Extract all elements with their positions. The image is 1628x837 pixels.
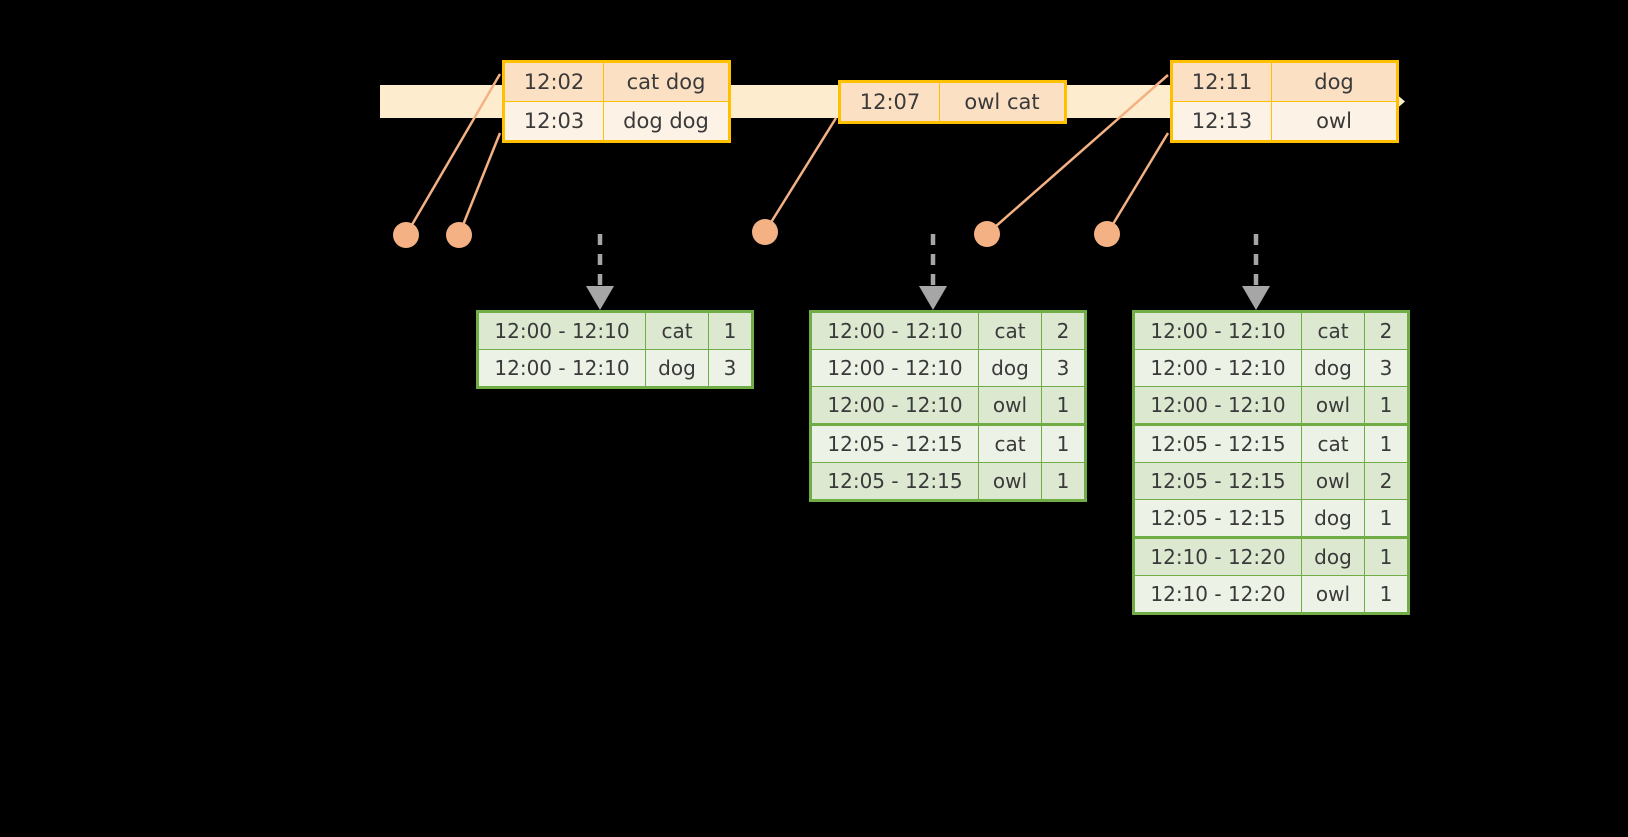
connector-lines [404,73,1170,236]
cell-key: owl [1301,386,1365,426]
cell-window: 12:00 - 12:10 [810,349,979,387]
event-dot-1207 [752,219,778,245]
cell-key: cat [978,311,1042,350]
cell-window: 12:00 - 12:10 [477,311,646,350]
cell-count: 2 [1364,462,1409,500]
cell-count: 1 [1041,386,1086,426]
event-dot-1211 [974,221,1000,247]
event-dots [393,219,1120,248]
event-row[interactable]: 12:03 dog dog [503,101,730,142]
cell-key: owl [1301,575,1365,614]
cell-key: dog [1301,499,1365,539]
connector-1211 [986,74,1169,235]
cell-window: 12:00 - 12:10 [1133,386,1302,426]
cell-count: 3 [1041,349,1086,387]
cell-key: dog [1301,349,1365,387]
connector-1213 [1105,132,1170,235]
cell-window: 12:00 - 12:10 [1133,311,1302,350]
cell-count: 2 [1364,311,1409,350]
cell-key: owl [1301,462,1365,500]
event-time: 12:02 [503,61,604,102]
cell-window: 12:10 - 12:20 [1133,537,1302,576]
cell-window: 12:05 - 12:15 [1133,499,1302,539]
cell-window: 12:00 - 12:10 [1133,349,1302,387]
event-value: dog dog [603,101,730,142]
cell-count: 1 [1041,462,1086,501]
cell-key: cat [645,311,709,350]
cell-window: 12:05 - 12:15 [810,462,979,501]
cell-window: 12:05 - 12:15 [810,424,979,463]
cell-key: cat [978,424,1042,463]
cell-count: 3 [1364,349,1409,387]
cell-count: 1 [1364,424,1409,463]
cell-count: 1 [1364,386,1409,426]
event-box-group-1[interactable]: 12:02 cat dog 12:03 dog dog [502,60,731,143]
emit-arrowhead-3 [1242,286,1270,310]
event-row[interactable]: 12:13 owl [1171,101,1398,142]
event-value: dog [1271,61,1398,102]
cell-count: 1 [1041,424,1086,463]
emit-arrowhead-2 [919,286,947,310]
event-value: owl [1271,101,1398,142]
event-time: 12:07 [839,81,940,123]
event-row[interactable]: 12:07 owl cat [839,81,1066,123]
event-row[interactable]: 12:11 dog [1171,61,1398,102]
cell-window: 12:05 - 12:15 [1133,462,1302,500]
event-value: owl cat [939,81,1066,123]
cell-window: 12:00 - 12:10 [810,386,979,426]
cell-window: 12:05 - 12:15 [1133,424,1302,463]
cell-key: owl [978,386,1042,426]
emit-arrows [597,234,1259,288]
cell-window: 12:10 - 12:20 [1133,575,1302,614]
connector-1203 [457,132,502,236]
event-box-group-2[interactable]: 12:07 owl cat [838,80,1067,124]
cell-key: owl [978,462,1042,501]
event-value: cat dog [603,61,730,102]
cell-count: 3 [708,349,753,388]
event-time: 12:13 [1171,101,1272,142]
cell-count: 2 [1041,311,1086,350]
event-time: 12:11 [1171,61,1272,102]
cell-key: dog [1301,537,1365,576]
event-dot-1202-a [393,222,419,248]
cell-count: 1 [1364,537,1409,576]
event-dot-1213 [1094,221,1120,247]
cell-count: 1 [1364,499,1409,539]
connector-1207 [763,117,838,233]
emit-arrowhead-1 [586,286,614,310]
cell-key: cat [1301,424,1365,463]
cell-key: cat [1301,311,1365,350]
cell-window: 12:00 - 12:10 [810,311,979,350]
emit-arrowheads [586,286,1270,310]
event-box-group-3[interactable]: 12:11 dog 12:13 owl [1170,60,1399,143]
connector-1202 [404,73,502,236]
event-row[interactable]: 12:02 cat dog [503,61,730,102]
cell-window: 12:00 - 12:10 [477,349,646,388]
cell-key: dog [645,349,709,388]
event-dot-1203-b [446,222,472,248]
cell-count: 1 [1364,575,1409,614]
cell-key: dog [978,349,1042,387]
event-time: 12:03 [503,101,604,142]
cell-count: 1 [708,311,753,350]
